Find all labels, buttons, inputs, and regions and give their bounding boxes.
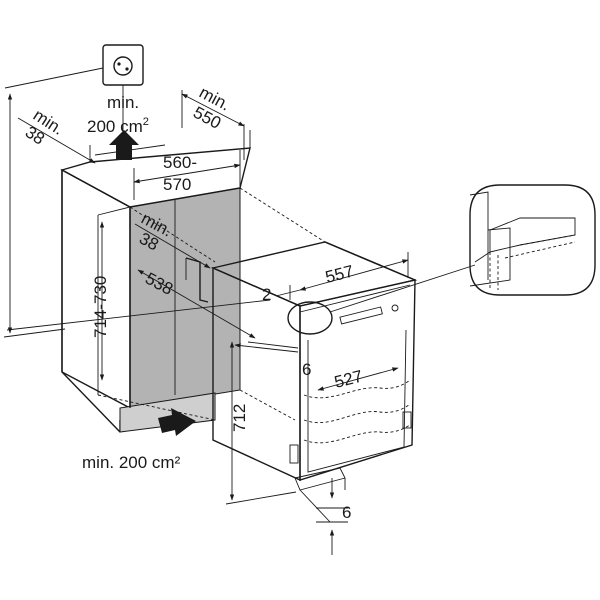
max-height-dimension bbox=[3, 93, 66, 338]
niche-depth-dimension bbox=[137, 269, 256, 339]
vent-bottom-label: min. 200 cm² bbox=[82, 453, 181, 472]
gap-2-dimension bbox=[275, 285, 301, 300]
gap-6-side-dimension bbox=[234, 341, 299, 353]
airflow-arrow-up-icon bbox=[109, 130, 139, 160]
projection-lines bbox=[6, 187, 326, 421]
detail-leader bbox=[329, 264, 476, 313]
airflow-arrow-in-icon bbox=[158, 408, 196, 436]
appliance-width-dimension bbox=[317, 367, 399, 391]
gap-6-side-label: 6 bbox=[302, 360, 311, 379]
niche-height-label: 714-730 bbox=[91, 276, 110, 338]
vent-top-label-b: 200 cm2 bbox=[87, 116, 149, 136]
gap-2-label: 2 bbox=[262, 285, 271, 304]
width-range-dimension bbox=[133, 150, 241, 200]
min-38-mid-dimension bbox=[134, 223, 211, 269]
vent-top-label-a: min. bbox=[107, 93, 139, 112]
min-38-top-dimension bbox=[17, 117, 96, 164]
appliance-depth-label: 557 bbox=[323, 262, 355, 287]
appliance-feet bbox=[294, 467, 346, 523]
appliance-depth-dimension bbox=[299, 252, 409, 291]
detail-highlight bbox=[287, 301, 333, 335]
depth-550-dimension bbox=[181, 90, 245, 160]
gap-6-bottom-label: 6 bbox=[342, 503, 351, 522]
width-range-label-b: 570 bbox=[163, 175, 191, 194]
power-socket-icon bbox=[102, 44, 144, 135]
socket-reference-line bbox=[4, 67, 104, 89]
appliance-height-dimension bbox=[225, 341, 297, 505]
appliance-body bbox=[210, 241, 418, 482]
width-range-label-a: 560- bbox=[163, 153, 197, 172]
appliance-width-label: 527 bbox=[332, 367, 364, 392]
gap-6-bottom-dimension bbox=[316, 478, 348, 555]
appliance-height-label: 712 bbox=[230, 404, 249, 432]
detail-callout bbox=[469, 184, 596, 296]
